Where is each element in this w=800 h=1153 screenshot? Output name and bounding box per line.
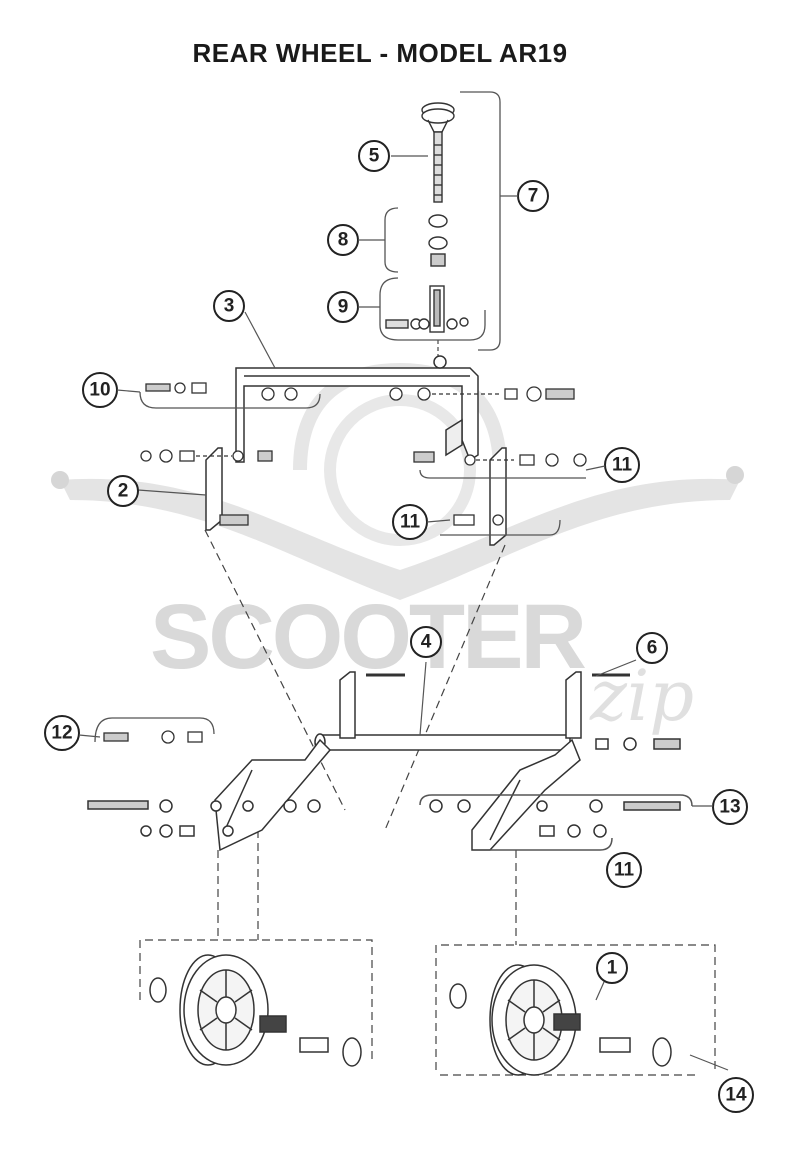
svg-text:14: 14 xyxy=(725,1085,747,1106)
callout-4: 4 xyxy=(410,626,442,658)
diagram-title: REAR WHEEL - MODEL AR19 xyxy=(192,38,568,68)
callout-1: 1 xyxy=(596,952,628,984)
right-wheel xyxy=(449,964,672,1076)
callout-7: 7 xyxy=(500,180,549,212)
svg-text:11: 11 xyxy=(614,860,635,881)
callout-12: 12 xyxy=(44,715,101,751)
fastener-group-left-middle xyxy=(140,449,273,526)
callout-3: 3 xyxy=(213,290,245,322)
svg-text:10: 10 xyxy=(89,380,110,401)
callout-8: 8 xyxy=(327,224,385,256)
fastener-group-10 xyxy=(139,382,321,409)
svg-text:12: 12 xyxy=(51,723,72,744)
leader-lines xyxy=(137,155,729,1071)
right-wheel-fork xyxy=(419,737,693,851)
side-plate-right xyxy=(489,447,507,546)
clamp-part xyxy=(385,285,469,333)
svg-text:4: 4 xyxy=(421,632,432,653)
svg-text:11: 11 xyxy=(612,455,633,476)
left-wheel xyxy=(149,954,362,1067)
callout-5: 5 xyxy=(358,140,390,172)
left-wheel-fork xyxy=(87,738,332,852)
watermark-brand: SCOOTER xyxy=(150,586,585,688)
projection-lines xyxy=(139,529,716,1076)
svg-text:3: 3 xyxy=(224,296,235,317)
upper-bracket xyxy=(235,355,479,463)
watermark: SCOOTER zip xyxy=(51,362,744,737)
svg-text:7: 7 xyxy=(528,186,539,207)
fastener-group-12 xyxy=(94,717,215,744)
callout-13: 13 xyxy=(692,789,748,825)
callout-11-middle: 11 xyxy=(392,504,451,540)
callout-2: 2 xyxy=(107,475,139,507)
fastener-group-right-upper xyxy=(389,386,575,402)
callout-9: 9 xyxy=(327,291,380,323)
callout-11-lower: 11 xyxy=(606,852,642,888)
callout-6: 6 xyxy=(636,632,668,664)
callout-11-upper: 11 xyxy=(585,447,640,483)
group-bracket-lines xyxy=(379,91,501,362)
callout-14: 14 xyxy=(718,1077,754,1113)
svg-text:1: 1 xyxy=(607,958,618,979)
svg-text:5: 5 xyxy=(369,146,380,167)
washer-spring-set xyxy=(428,214,448,267)
svg-text:6: 6 xyxy=(647,638,658,659)
fastener-group-right-middle xyxy=(413,451,587,536)
svg-text:13: 13 xyxy=(719,797,740,818)
svg-text:8: 8 xyxy=(338,230,349,251)
svg-text:2: 2 xyxy=(118,481,129,502)
svg-text:9: 9 xyxy=(338,297,349,318)
svg-text:11: 11 xyxy=(400,512,421,533)
watermark-script: zip xyxy=(589,655,694,737)
callout-10: 10 xyxy=(82,372,141,408)
knob-bolt-part xyxy=(421,102,455,203)
